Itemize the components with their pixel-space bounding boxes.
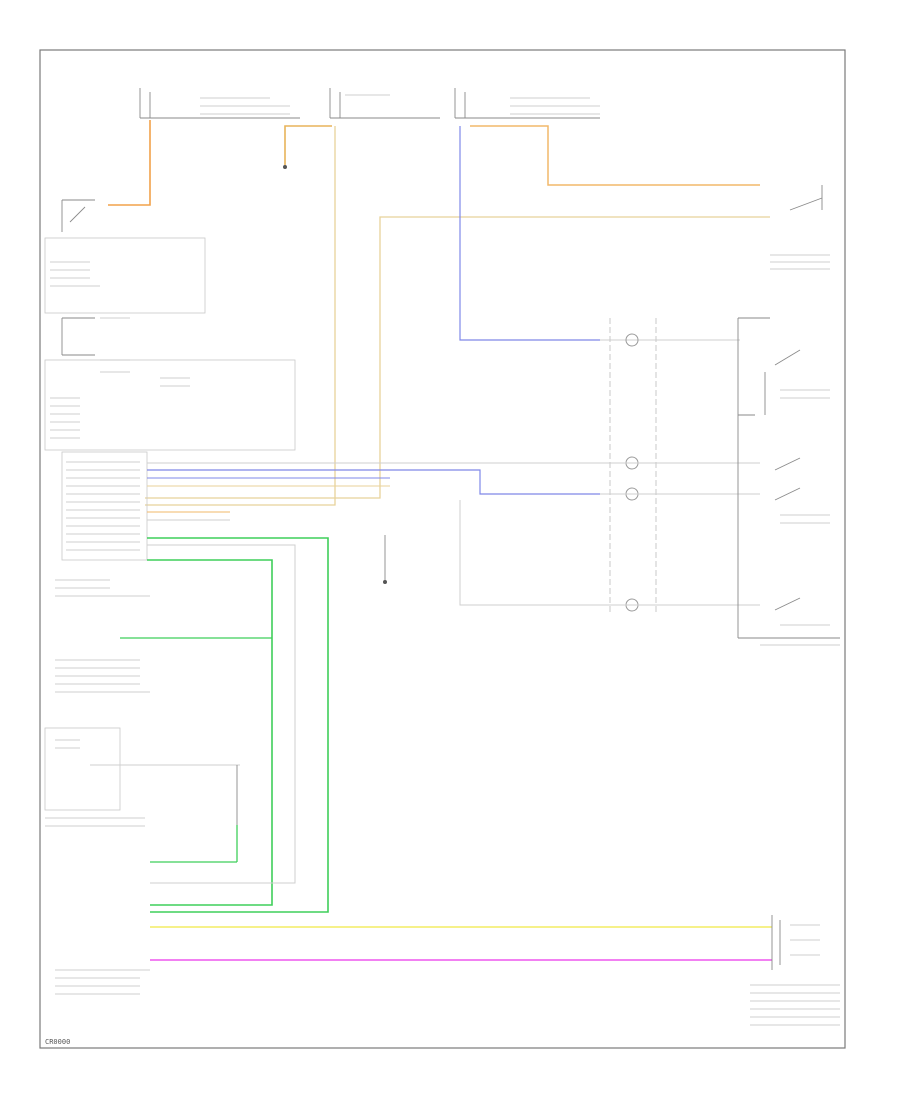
orange-wire-cruise [470, 125, 760, 186]
multifunction-switch [737, 317, 840, 646]
tcc-brake-switch [44, 317, 296, 451]
stop-lamp-switch [44, 199, 206, 314]
diagram-footer-code: CR0000 [45, 1038, 70, 1046]
blue-wire-set [459, 126, 600, 341]
tan-wire-center [145, 126, 336, 506]
blue-wire-ecm-2 [147, 469, 600, 495]
gray-wire-resume [459, 500, 600, 606]
body-control-module [55, 659, 150, 693]
engine-control-module [55, 451, 150, 597]
green-wire-1 [147, 537, 329, 913]
hot-at-all-times-fuse [139, 88, 300, 119]
cruise-release-switch [770, 185, 830, 270]
orange-wire-ground [284, 125, 332, 165]
instrument-panel-cluster [44, 727, 240, 827]
green-wire-2 [147, 559, 273, 906]
ground-point-icon [283, 165, 287, 169]
tan-wire-release [145, 216, 770, 499]
powertrain-control-module-lower [55, 969, 150, 995]
hot-in-run-fuse-2 [454, 88, 600, 119]
ground-point-icon-2 [383, 580, 387, 584]
clockspring-connector [609, 318, 657, 615]
orange-wire-stop-lamp [108, 120, 151, 206]
diagram-frame [39, 49, 846, 1049]
clockspring-coil-icon [625, 333, 639, 347]
hot-in-run-fuse [329, 88, 440, 119]
vehicle-speed-sensor [750, 915, 840, 1026]
gray-wire-ecm-7 [147, 544, 296, 884]
